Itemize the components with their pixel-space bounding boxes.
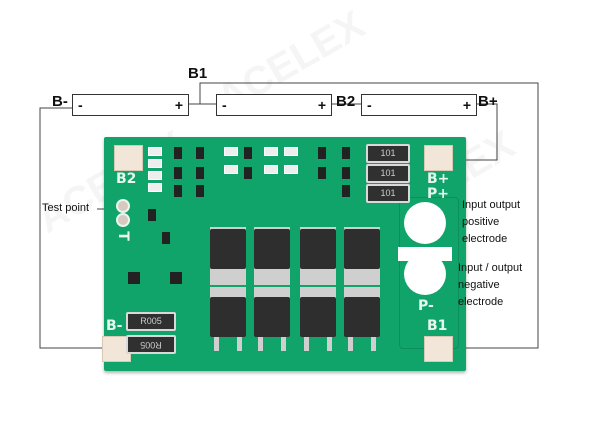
pad-b-plus [424,145,453,171]
silk-p-minus: P- [418,298,434,314]
resistor-101: 101 [366,184,410,203]
ic-chip [196,185,204,197]
mosfet [344,229,380,269]
cell-minus: - [367,97,372,113]
annotation-line: electrode [458,296,504,308]
smd-component [224,165,238,174]
ic-chip [196,147,204,159]
pad-p-minus [404,253,446,295]
mosfet-leg [304,337,309,351]
silk-b2: B2 [116,171,137,187]
resistor-101: 101 [366,144,410,163]
cell-minus: - [78,97,83,113]
mosfet-leg [214,337,219,351]
ic-chip [244,147,252,159]
smd-component [264,147,278,156]
pad-b2 [114,145,143,171]
mosfet-leg [258,337,263,351]
mosfet [300,297,336,337]
shunt-resistor: R005 [126,335,176,354]
battery-cell-2: - + [216,94,332,116]
wire-b-plus [440,103,498,161]
ic-chip [174,185,182,197]
annotation-positive-electrode: Input output positive electrode [462,197,520,248]
smd-component [148,171,162,180]
test-point-pad [116,213,130,227]
ic-chip [244,167,252,179]
mosfet-leg [237,337,242,351]
ic-chip [318,167,326,179]
shunt-resistor: R005 [126,312,176,331]
smd-component [264,165,278,174]
silk-b1: B1 [427,318,448,334]
ic-chip [342,147,350,159]
label-b2: B2 [336,93,356,110]
mosfet-leg [371,337,376,351]
ic-chip [174,147,182,159]
label-b-minus: B- [52,93,68,110]
mosfet [344,297,380,337]
smd-component [224,147,238,156]
annotation-line: negative [458,279,500,291]
mosfet [210,229,246,269]
ic-chip [342,167,350,179]
smd-component [148,159,162,168]
ic-chip [148,209,156,221]
annotation-line: electrode [462,233,508,245]
annotation-line: positive [462,216,500,228]
mosfet-leg [327,337,332,351]
ic-chip [196,167,204,179]
resistor-101: 101 [366,164,410,183]
transistor [128,272,140,284]
silk-p-plus: P+ [427,186,449,202]
pad-p-plus [404,202,446,244]
mosfet [210,297,246,337]
annotation-line: Input / output [458,262,523,274]
label-b-plus: B+ [478,93,498,110]
silk-b-plus: B+ [427,171,450,187]
smd-component [148,183,162,192]
wire-b-minus [39,107,112,349]
battery-cell-3: - + [361,94,477,116]
smd-component [284,147,298,156]
pcb-board: 101 101 101 [102,137,466,371]
smd-component [148,147,162,156]
ic-chip [174,167,182,179]
ic-chip [162,232,170,244]
wire-b1 [188,82,539,349]
cell-plus: + [317,97,326,113]
mosfet-leg [348,337,353,351]
ic-chip [342,185,350,197]
cell-plus: + [462,97,471,113]
mosfet [254,297,290,337]
silk-t: T [114,231,131,241]
label-b1: B1 [188,65,208,82]
silk-b-minus: B- [106,318,123,334]
mosfet-leg [281,337,286,351]
cell-plus: + [174,97,183,113]
battery-cell-1: - + [72,94,189,116]
annotation-line: Input output [462,199,521,211]
mosfet [300,229,336,269]
annotation-test-point: Test point [42,202,90,214]
transistor [170,272,182,284]
pad-b1 [424,336,453,362]
ic-chip [318,147,326,159]
smd-component [284,165,298,174]
annotation-negative-electrode: Input / output negative electrode [458,260,522,311]
test-point-pad [116,199,130,213]
mosfet [254,229,290,269]
cell-minus: - [222,97,227,113]
